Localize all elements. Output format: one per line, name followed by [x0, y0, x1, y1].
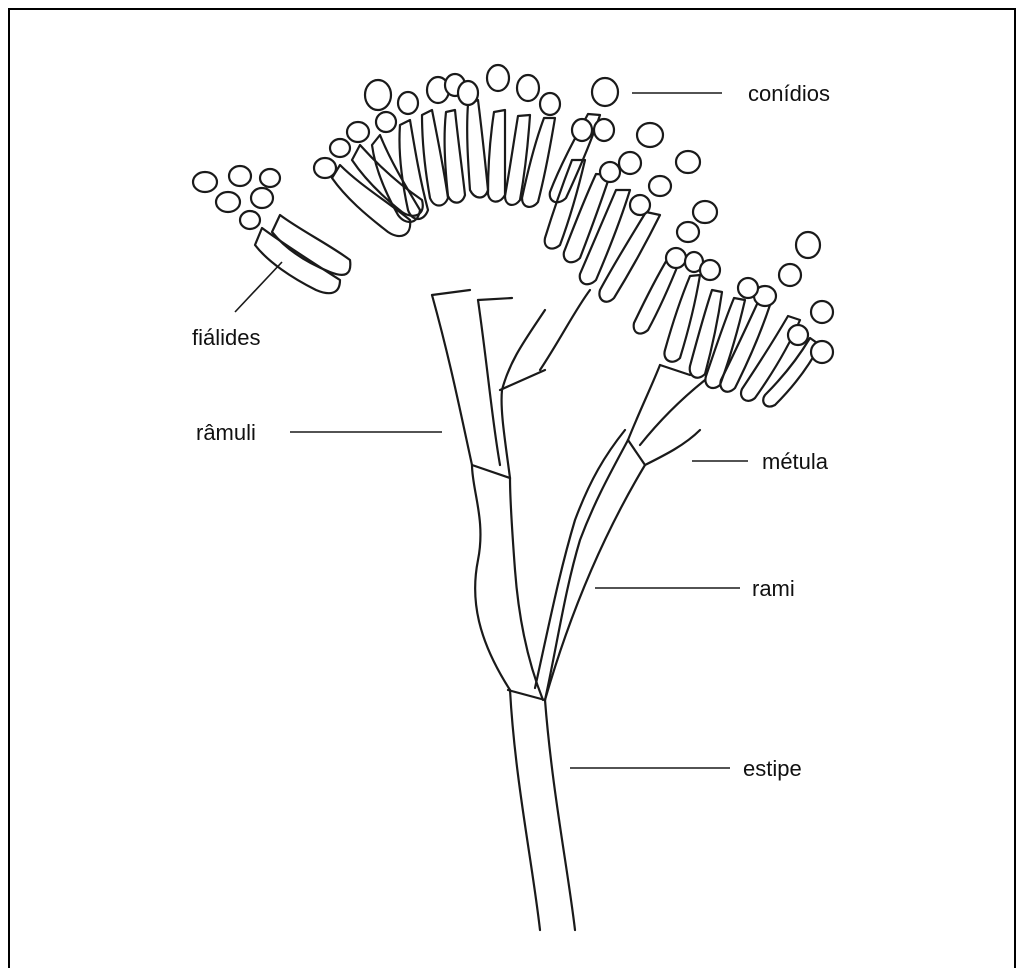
stipe [508, 690, 575, 930]
label-conidia: conídios [748, 81, 830, 106]
label-metula: métula [762, 449, 829, 474]
label-phialides: fiálides [192, 325, 260, 350]
ramus-right [535, 430, 645, 700]
ramus-left [472, 465, 543, 700]
label-stipe: estipe [743, 756, 802, 781]
leader-phialides [235, 262, 282, 312]
label-ramuli: râmuli [196, 420, 256, 445]
metulae [628, 365, 705, 465]
ramuli [432, 290, 590, 478]
leader-lines [235, 93, 748, 768]
label-rami: rami [752, 576, 795, 601]
conidia [193, 65, 833, 363]
